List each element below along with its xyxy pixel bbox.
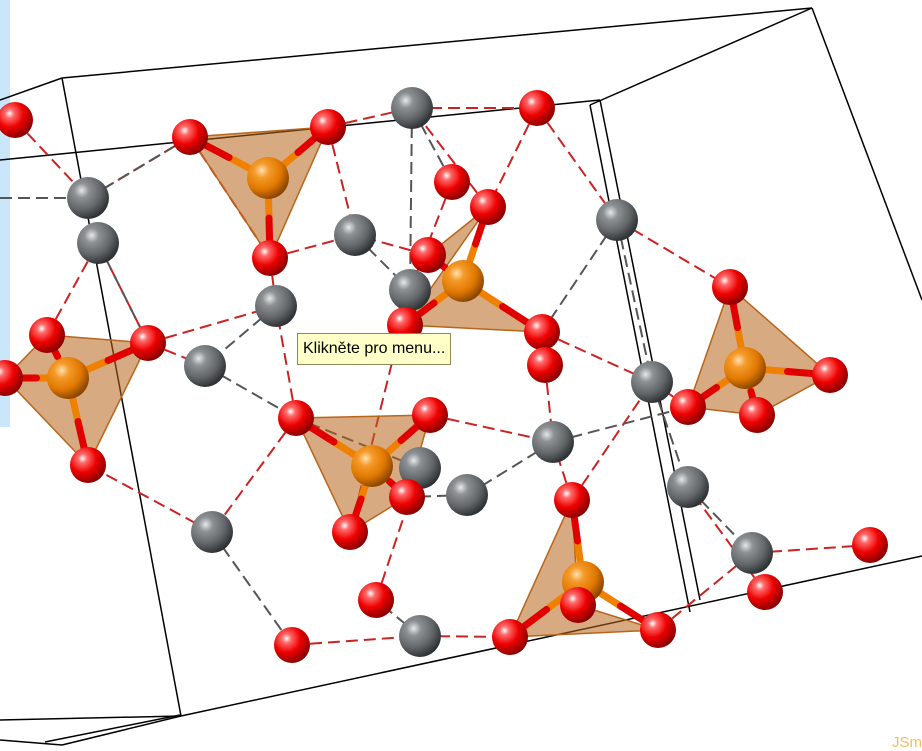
hbond-line — [327, 107, 413, 128]
oxygen-atom — [410, 237, 446, 273]
oxygen-atom — [389, 479, 425, 515]
calcium-atom — [532, 421, 574, 463]
oxygen-atom — [527, 347, 563, 383]
hbond-line — [211, 417, 297, 533]
cell-edge — [589, 7, 813, 106]
oxygen-atom — [310, 109, 346, 145]
phosphorus-atom — [247, 157, 289, 199]
hbond-line — [536, 107, 618, 221]
cell-edge — [811, 7, 922, 301]
calcium-atom — [391, 87, 433, 129]
oxygen-atom — [560, 587, 596, 623]
menu-tooltip[interactable]: Klikněte pro menu... — [297, 333, 452, 365]
oxygen-atom — [172, 119, 208, 155]
oxygen-atom — [332, 514, 368, 550]
cell-edge — [180, 555, 922, 717]
oxygen-atom — [492, 619, 528, 655]
left-panel-strip — [0, 0, 10, 427]
oxygen-atom — [412, 397, 448, 433]
calcium-atom — [184, 345, 226, 387]
oxygen-atom — [712, 269, 748, 305]
cell-edge — [599, 99, 701, 601]
cell-edge — [61, 715, 182, 746]
cell-edge — [0, 739, 63, 746]
oxygen-atom — [0, 102, 33, 138]
oxygen-atom — [358, 582, 394, 618]
calcium-atom — [399, 447, 441, 489]
oxygen-atom — [434, 164, 470, 200]
hbond-line — [571, 381, 653, 501]
oxygen-atom — [252, 240, 288, 276]
ca-o-line — [211, 531, 293, 646]
jsmol-watermark: JSm — [892, 734, 922, 751]
calcium-atom — [596, 199, 638, 241]
oxygen-atom — [812, 357, 848, 393]
ca-o-line — [552, 406, 689, 443]
atoms[interactable] — [0, 87, 888, 663]
phosphorus-atom — [442, 260, 484, 302]
oxygen-atom — [130, 325, 166, 361]
cell-edge — [61, 7, 813, 79]
calcium-atom — [334, 214, 376, 256]
oxygen-atom — [29, 317, 65, 353]
oxygen-atom — [0, 360, 23, 396]
oxygen-atom — [519, 90, 555, 126]
ca-o-line — [411, 107, 453, 183]
hbond-line — [487, 107, 538, 208]
ca-o-line — [409, 107, 413, 291]
oxygen-atom — [670, 389, 706, 425]
phosphorus-atom — [47, 357, 89, 399]
phosphate-polyhedra — [4, 126, 831, 638]
ca-o-line — [616, 219, 653, 383]
phosphorus-atom — [351, 445, 393, 487]
cell-edge — [44, 714, 181, 743]
calcium-atom — [731, 532, 773, 574]
oxygen-atom — [852, 527, 888, 563]
oxygen-atom — [470, 189, 506, 225]
oxygen-atom — [640, 612, 676, 648]
hbond-line — [429, 414, 554, 443]
oxygen-atom — [274, 627, 310, 663]
cell-edge — [0, 715, 182, 721]
calcium-atom — [191, 511, 233, 553]
calcium-atom — [67, 177, 109, 219]
calcium-atom — [389, 269, 431, 311]
calcium-atom — [399, 615, 441, 657]
ca-o-line — [541, 219, 618, 333]
hbond-line — [87, 464, 213, 533]
calcium-atom — [255, 285, 297, 327]
oxygen-atom — [278, 400, 314, 436]
calcium-atom — [667, 466, 709, 508]
oxygen-atom — [747, 574, 783, 610]
cell-edge — [0, 77, 63, 101]
hbond-line — [616, 219, 731, 288]
calcium-atom — [77, 222, 119, 264]
cell-edge — [589, 104, 691, 613]
calcium-atom — [631, 361, 673, 403]
oxygen-atom — [554, 482, 590, 518]
oxygen-atom — [739, 397, 775, 433]
phosphorus-atom — [724, 347, 766, 389]
oxygen-atom — [70, 447, 106, 483]
hbond-line — [291, 635, 421, 646]
oxygen-atom — [524, 314, 560, 350]
unit-cell-edges — [0, 7, 922, 746]
hbond-line — [687, 486, 766, 593]
calcium-atom — [446, 474, 488, 516]
hbond-line — [411, 107, 489, 208]
hbond-line — [147, 305, 277, 344]
